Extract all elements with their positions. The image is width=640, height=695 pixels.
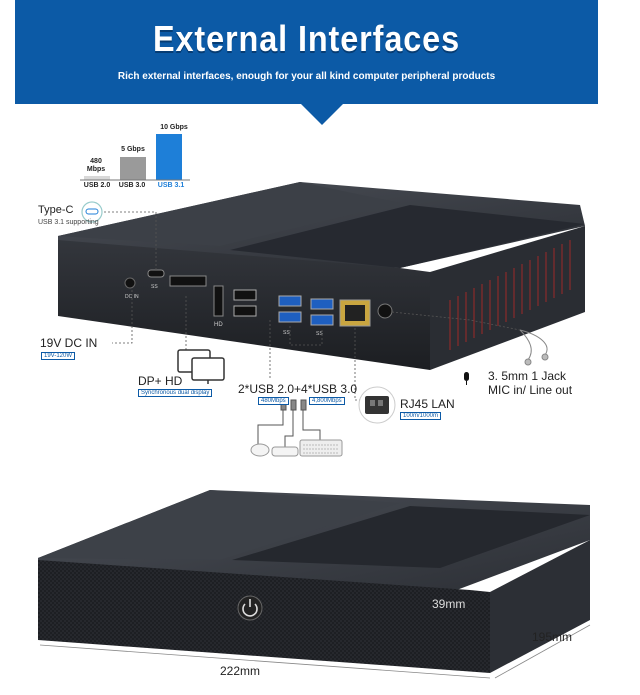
bar-category-usb20: USB 2.0 (83, 182, 111, 189)
dc-in-badge: 19V-120W (41, 352, 76, 360)
usb30-port-4 (310, 314, 334, 326)
audio-label-line1: 3. 5mm 1 Jack (488, 369, 567, 383)
front-top-panel-left (38, 490, 400, 560)
ss-mark-2: SS (316, 331, 323, 337)
speed-chart (80, 120, 190, 190)
header-banner (15, 0, 598, 104)
dc-mark: DC IN (125, 294, 139, 300)
hd-mark: HD (214, 322, 223, 328)
rear-top-panel-right (230, 205, 585, 268)
rear-top-panel-left (58, 182, 400, 246)
front-top-panel-right (232, 506, 590, 568)
usb30-port-1 (278, 295, 302, 307)
keyboard-icon (299, 439, 343, 457)
speed-bar-0 (84, 176, 110, 180)
headphone-icon (519, 329, 549, 366)
power-button (237, 595, 263, 621)
dc-in-label: 19V DC IN (40, 336, 98, 350)
usb30-port-3 (310, 298, 334, 310)
depth-dimension: 195mm (532, 630, 573, 644)
banner-arrow (300, 103, 344, 125)
usb-cable-icon (257, 399, 321, 452)
monitor-icon (177, 349, 225, 384)
usb-label: 2*USB 2.0+4*USB 3.0 (238, 382, 358, 396)
bar-value-usb20: 480 Mbps (86, 158, 106, 173)
ss-mark-1: SS (283, 330, 290, 336)
side-vents (449, 240, 571, 350)
audio-label-line2: MIC in/ Line out (488, 383, 573, 397)
dimension-lines (39, 624, 591, 679)
rj45-port-inner (345, 305, 365, 321)
usb30-badge: 4,800Mbps (309, 397, 345, 405)
bar-category-usb31: USB 3.1 (157, 182, 185, 189)
page-subtitle: Rich external interfaces, enough for you… (117, 71, 496, 82)
typec-icon (81, 201, 103, 223)
bar-value-usb31: 10 Gbps (160, 124, 188, 131)
speed-bar-1 (120, 157, 146, 180)
rear-device: DC IN SS HD SS SS (58, 182, 585, 370)
bar-value-usb30: 5 Gbps (121, 146, 145, 153)
typec-label: Type-C (38, 204, 74, 216)
typec-icon-plug (85, 208, 99, 215)
speed-bar-2 (156, 134, 182, 180)
usb20-port-1 (233, 289, 257, 301)
dp-hd-label: DP+ HD (138, 374, 183, 388)
power-icon (242, 603, 258, 617)
typec-mark: SS (151, 284, 158, 290)
dc-in-port (124, 277, 136, 289)
leader-lines (104, 211, 521, 401)
front-device (38, 490, 590, 673)
width-dimension: 222mm (220, 664, 261, 678)
microphone-icon (464, 372, 469, 385)
typec-port (147, 269, 165, 278)
displayport-port (169, 275, 207, 287)
hd-port (213, 285, 224, 317)
audio-jack (377, 303, 393, 319)
lan-icon (358, 386, 396, 424)
mouse-icon (250, 443, 270, 457)
usb20-badge: 480Mbps (258, 397, 289, 405)
flash-drive-icon (271, 446, 299, 457)
dp-hd-badge: Synchronous dual display (138, 389, 213, 397)
lan-badge: 100m/1000m (400, 412, 442, 420)
usb20-port-2 (233, 305, 257, 317)
lan-label: RJ45 LAN (400, 397, 455, 411)
front-device-panel (38, 560, 490, 673)
front-device-side (490, 540, 590, 673)
usb30-port-2 (278, 311, 302, 323)
speed-chart-svg (80, 134, 190, 181)
height-dimension: 39mm (432, 597, 466, 611)
typec-sublabel: USB 3.1 supporting (38, 219, 99, 226)
page-title: External Interfaces (152, 18, 461, 59)
bar-category-usb30: USB 3.0 (118, 182, 146, 189)
